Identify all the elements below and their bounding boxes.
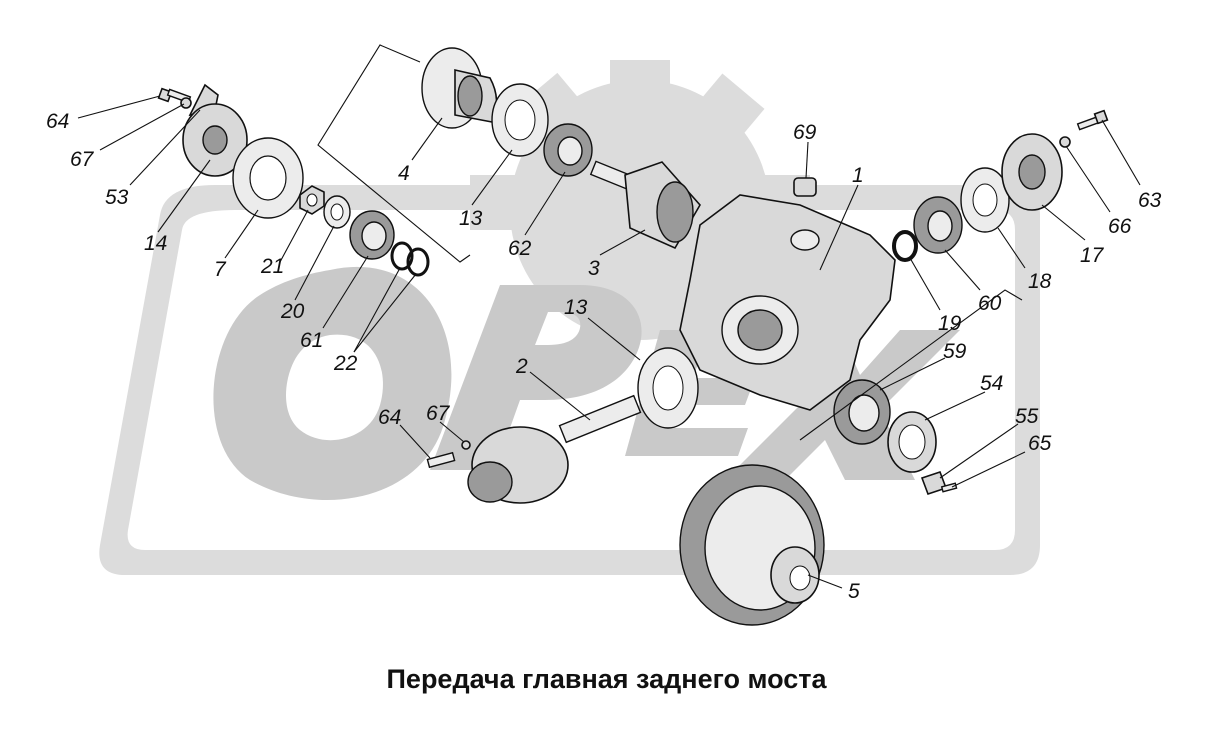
callout-18: 18 (1028, 270, 1052, 293)
callout-67a: 67 (70, 148, 95, 171)
callout-20: 20 (280, 300, 305, 323)
callout-3: 3 (588, 257, 600, 280)
callout-63: 63 (1138, 189, 1162, 212)
callout-labels: 64 67 53 14 7 21 20 61 22 4 13 62 3 69 1… (46, 110, 1162, 603)
bolt-64b (426, 451, 456, 469)
callout-14: 14 (144, 232, 167, 255)
washer-67 (180, 97, 192, 109)
callout-4: 4 (398, 162, 410, 185)
callout-21: 21 (260, 255, 284, 278)
callout-67b: 67 (426, 402, 451, 425)
watermark-letter-o (213, 266, 452, 500)
shim-22a (390, 241, 414, 271)
bearing-housing-4 (421, 47, 498, 129)
callout-64b: 64 (378, 406, 401, 429)
bearing-cover-53 (182, 83, 248, 177)
watermark-letter-r (430, 285, 642, 470)
seal-19 (892, 230, 918, 262)
callout-62: 62 (508, 237, 532, 260)
callout-59: 59 (943, 340, 967, 363)
callout-65: 65 (1028, 432, 1052, 455)
callout-1: 1 (852, 164, 864, 187)
callout-54: 54 (980, 372, 1003, 395)
washer-67b (461, 440, 471, 450)
callout-66: 66 (1108, 215, 1132, 238)
washer-66 (1059, 136, 1071, 148)
callout-17: 17 (1080, 244, 1105, 267)
parts (157, 47, 1109, 626)
callout-64a: 64 (46, 110, 69, 133)
drive-pinion-3 (589, 160, 701, 250)
callout-19: 19 (938, 312, 962, 335)
callout-13a: 13 (459, 207, 483, 230)
diagram-caption: Передача главная заднего моста (386, 664, 827, 694)
callout-2: 2 (515, 355, 528, 378)
leader-lines (77, 44, 1141, 589)
callout-13b: 13 (564, 296, 588, 319)
callout-5: 5 (848, 580, 860, 603)
callout-60: 60 (978, 292, 1002, 315)
axle-housing-1 (679, 194, 896, 411)
callout-61: 61 (300, 329, 323, 352)
bolt-63 (1076, 109, 1109, 131)
callout-7: 7 (214, 258, 227, 281)
callout-53: 53 (105, 186, 129, 209)
plug-69 (793, 177, 817, 197)
differential-5 (679, 464, 825, 626)
callout-22: 22 (333, 352, 358, 375)
shim-22b (406, 247, 430, 277)
callout-55: 55 (1015, 405, 1039, 428)
callout-69: 69 (793, 121, 817, 144)
through-shaft-2 (467, 394, 642, 504)
